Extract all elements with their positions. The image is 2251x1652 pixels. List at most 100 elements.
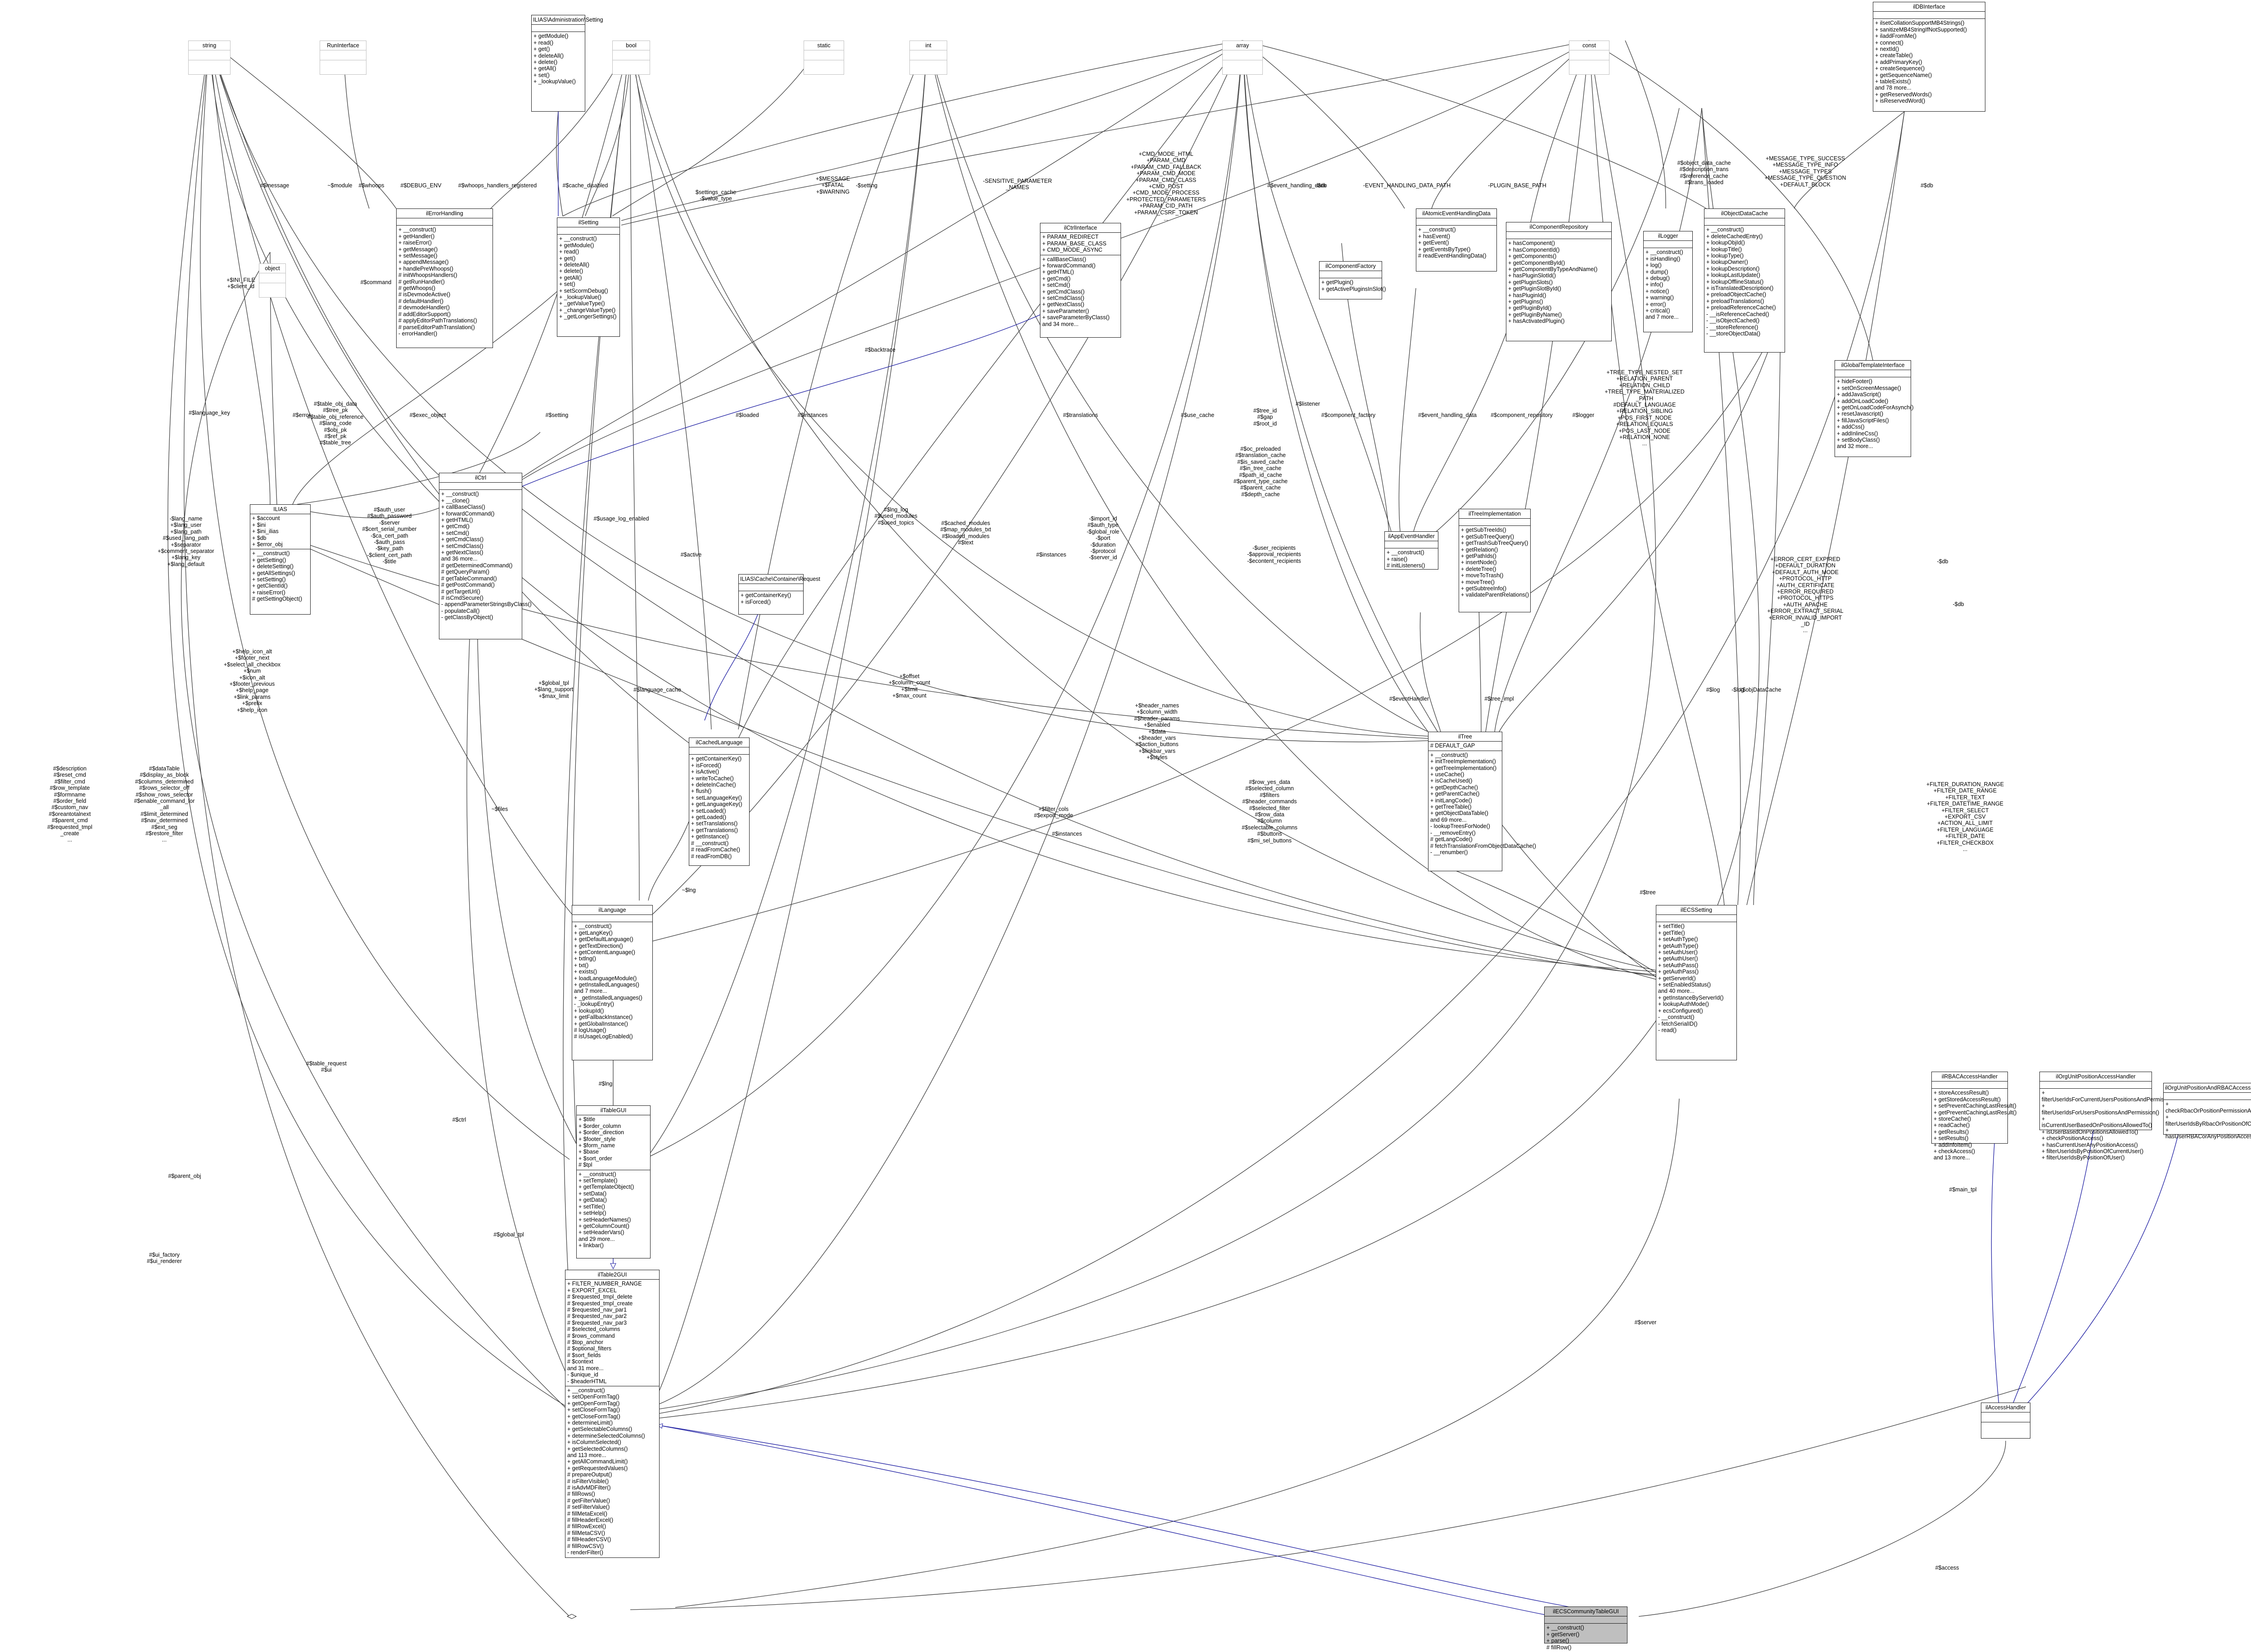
class-node-cache-request[interactable]: ILIAS\Cache\Container\Request + getConta… (738, 574, 820, 615)
method: + getCmd() (441, 523, 470, 530)
class-node-component-repository[interactable]: ilComponentRepository + hasComponent() +… (1506, 222, 1612, 341)
method: # setFilterValue() (567, 1504, 610, 1511)
class-node-componentfactory[interactable]: ilComponentFactory + getPlugin() + getAc… (1319, 261, 1386, 299)
class-node-table2gui[interactable]: ilTable2GUI + FILTER_NUMBER_RANGE + EXPO… (565, 1270, 660, 1558)
method: # devmodeHandler() (398, 304, 450, 311)
edge-label: #$row_yes_data#$selected_column#$filters… (1242, 779, 1297, 844)
class-node-tablegui[interactable]: ilTableGUI + $title + $order_column + $o… (576, 1105, 651, 1258)
method: + getServer() (1546, 1631, 1580, 1638)
attrs-list: # DEFAULT_GAP (1428, 741, 1502, 750)
method: + getAll() (559, 274, 582, 281)
edge (1242, 40, 1428, 732)
method: + getHTML() (441, 517, 473, 524)
method: + getModule() (559, 242, 594, 249)
edge-label: -EVENT_HANDLING_DATA_PATH (1363, 182, 1451, 189)
attribute: + $footer_style (579, 1136, 616, 1142)
edge-label: #$active (680, 552, 702, 558)
class-node-const[interactable]: const (1569, 41, 1609, 75)
method: - lookupTreesForNode() (1430, 823, 1490, 830)
method: # isDevmodeActive() (398, 291, 451, 298)
inheritance-edge (704, 612, 759, 721)
edge-label: #$DEBUG_ENV (400, 182, 442, 189)
class-node-orgunit-position-access[interactable]: ilOrgUnitPositionAccessHandler + filterU… (2039, 1072, 2178, 1161)
method: + getRelation() (1461, 546, 1498, 553)
methods-list: + __construct() + setOpenFormTag() + get… (565, 1385, 659, 1557)
class-title: ilGlobalTemplateInterface (1841, 362, 1905, 368)
class-node-admin-setting[interactable]: ILIAS\Administration\Setting + getModule… (531, 15, 603, 112)
method: + getRequestedValues() (567, 1465, 628, 1471)
attribute: + PARAM_BASE_CLASS (1042, 240, 1107, 247)
edge-label: #$backtrace (864, 347, 896, 353)
class-node-static[interactable]: static (804, 41, 844, 75)
class-node-orgunit-rbac-access[interactable]: ilOrgUnitPositionAndRBACAccessHandler + … (2163, 1083, 2251, 1140)
method: # prepareOutput() (567, 1471, 612, 1478)
method: + setCloseFormTag() (567, 1407, 620, 1413)
method: # fillMetaCSV() (567, 1530, 606, 1536)
method: + deleteSetting() (252, 563, 294, 570)
attribute: + EXPORT_EXCEL (567, 1287, 617, 1294)
edge (209, 40, 397, 209)
edge-label: #$translations (1063, 412, 1098, 418)
method: + determineSelectedColumns() (567, 1432, 645, 1439)
class-node-ilias[interactable]: ILIAS + $account + $ini + $ini_ilias + $… (250, 504, 311, 615)
class-node-ctrlinterface[interactable]: ilCtrlInterface + PARAM_REDIRECT + PARAM… (1040, 223, 1121, 338)
class-node-treeimplementation[interactable]: ilTreeImplementation + getSubTreeIds() +… (1459, 509, 1531, 612)
edge (630, 40, 1656, 971)
method: and 78 more... (1875, 85, 1912, 91)
method: + lookupType() (1706, 253, 1744, 259)
method: + getSequenceName() (1875, 72, 1932, 78)
class-node-dbinterface[interactable]: ilDBInterface + ilsetCollationSupportMB4… (1873, 2, 1985, 112)
method: + getPluginByName() (1508, 311, 1562, 318)
edge (292, 252, 599, 505)
method: + _getLongerSettings() (559, 313, 617, 320)
method: + error() (1645, 301, 1666, 308)
class-node-ctrl[interactable]: ilCtrl + __construct() + __clone() + cal… (439, 473, 532, 639)
class-node-accesshandler[interactable]: ilAccessHandler (1981, 1403, 2030, 1439)
class-node-int[interactable]: int (909, 41, 947, 75)
class-node-object[interactable]: object (259, 263, 286, 298)
method: + getObjectDataTable() (1430, 810, 1488, 817)
edge-label: -$lang_name+$lang_user+$lang_path#$used_… (158, 516, 214, 567)
class-title: ilRBACAccessHandler (1941, 1073, 1998, 1080)
class-node-logger[interactable]: ilLogger + __construct() + isHandling() … (1643, 231, 1693, 332)
method: # fillMetaExcel() (567, 1510, 607, 1517)
method: + deleteTree() (1461, 566, 1496, 572)
class-node-cachedlanguage[interactable]: ilCachedLanguage + getContainerKey() + i… (689, 738, 750, 866)
method: + isForced() (741, 598, 771, 605)
class-node-globaltemplate[interactable]: ilGlobalTemplateInterface + hideFooter()… (1835, 360, 1914, 457)
method: + getSubTreeQuery() (1461, 533, 1514, 540)
method: + getOpenFormTag() (567, 1400, 620, 1407)
class-node-ecscommunitytablegui[interactable]: ilECSCommunityTableGUI + __construct() +… (1544, 1607, 1627, 1651)
method: + _lookupValue() (559, 294, 601, 301)
method: + setTemplate() (579, 1177, 618, 1184)
class-node-errorhandling[interactable]: ilErrorHandling + __construct() + getHan… (396, 208, 493, 348)
method: + getEvent() (1418, 240, 1449, 246)
edge-label: #$objDataCache (1739, 687, 1781, 693)
method: # fillRowCSV() (567, 1543, 604, 1549)
edge-label: +ERROR_CERT_EXPIRED+DEFAULT_DURATION+DEF… (1767, 556, 1844, 634)
method: # __construct() (691, 840, 729, 846)
edge (556, 111, 563, 217)
class-node-ecssetting[interactable]: ilECSSetting + setTitle() + getTitle() +… (1656, 905, 1737, 1060)
class-node-atomic-event-data[interactable]: ilAtomicEventHandlingData + __construct(… (1416, 208, 1497, 272)
class-node-bool[interactable]: bool (612, 41, 650, 75)
class-node-array[interactable]: array (1222, 41, 1263, 75)
class-node-runinterface[interactable]: RunInterface (320, 41, 366, 75)
class-node-string[interactable]: string (188, 41, 231, 75)
class-node-objectdatacache[interactable]: ilObjectDataCache + __construct() + dele… (1704, 208, 1785, 353)
method: + getSetting() (252, 557, 286, 563)
method: # isUsageLogEnabled() (574, 1033, 633, 1040)
class-node-appeventhandler[interactable]: ilAppEventHandler + __construct() + rais… (1384, 531, 1438, 570)
method: + createTable() (1875, 52, 1913, 59)
method: + createSequence() (1875, 65, 1925, 72)
method: + callBaseClass() (441, 504, 485, 511)
class-node-setting[interactable]: ilSetting + __construct() + getModule() … (557, 217, 620, 337)
methods-list: + __construct() + raise() # initListener… (1385, 548, 1438, 570)
class-node-tree[interactable]: ilTree # DEFAULT_GAP + __construct() + i… (1428, 732, 1536, 871)
class-node-rbacaccesshandler[interactable]: ilRBACAccessHandler + storeAccessResult(… (1931, 1072, 2016, 1161)
method: + setAuthType() (1658, 936, 1698, 943)
method: + notice() (1645, 288, 1669, 294)
class-node-language[interactable]: ilLanguage + __construct() + getLangKey(… (572, 905, 653, 1060)
edge (209, 40, 1428, 742)
method: # getFilterValue() (567, 1497, 610, 1504)
